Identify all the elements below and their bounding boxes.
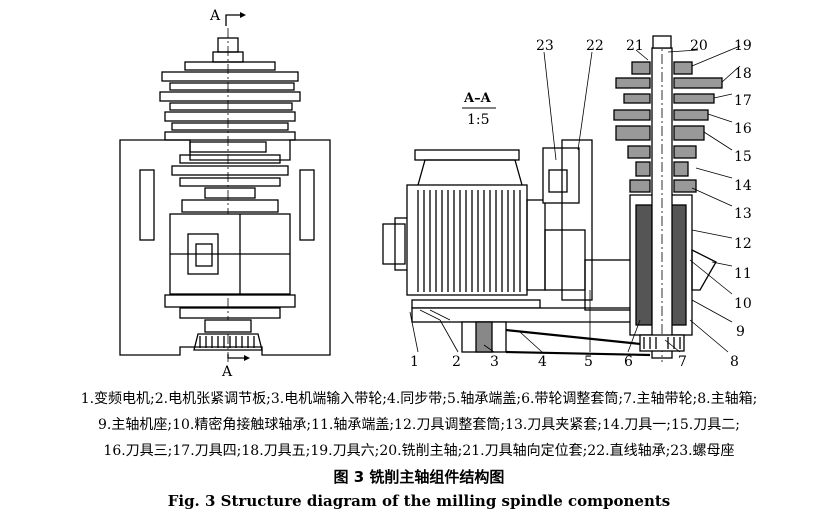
callout-16: 16	[734, 121, 752, 137]
section-marker-bottom: A	[221, 364, 233, 380]
callout-23: 23	[536, 38, 554, 54]
legend-line-1: 1.变频电机;2.电机张紧调节板;3.电机端输入带轮;4.同步带;5.轴承端盖;…	[80, 391, 758, 407]
structure-diagram: A	[119, 8, 752, 380]
callout-5: 5	[584, 354, 593, 370]
callout-6: 6	[624, 354, 633, 370]
callout-3: 3	[490, 354, 499, 370]
base-frame	[119, 139, 331, 356]
callout-18: 18	[734, 66, 752, 82]
callout-15: 15	[734, 149, 752, 165]
legend-line-2: 9.主轴机座;10.精密角接触球轴承;11.轴承端盖;12.刀具调整套筒;13.…	[98, 417, 740, 433]
callout-1: 1	[410, 354, 419, 370]
callout-21: 21	[626, 38, 644, 54]
callout-4: 4	[538, 354, 547, 370]
callout-labels: 1 2 3 4 5 6 7 8 9 10 11 12 13 14 15 16 1…	[410, 38, 752, 370]
section-marker-top: A	[209, 8, 221, 24]
callout-9: 9	[736, 324, 745, 340]
callout-2: 2	[452, 354, 461, 370]
callout-19: 19	[734, 38, 752, 54]
callout-17: 17	[734, 93, 752, 109]
section-arrow-top	[225, 14, 240, 26]
callout-12: 12	[734, 236, 752, 252]
callout-14: 14	[734, 178, 752, 194]
callout-10: 10	[734, 296, 752, 312]
section-arrow-bottom	[227, 354, 244, 359]
callout-20: 20	[690, 38, 708, 54]
callout-7: 7	[678, 354, 687, 370]
legend-line-3: 16.刀具三;17.刀具四;18.刀具五;19.刀具六;20.铣削主轴;21.刀…	[103, 443, 735, 459]
caption-chinese: 图 3 铣削主轴组件结构图	[333, 468, 505, 486]
callout-11: 11	[734, 266, 752, 282]
front-view: A	[119, 8, 331, 380]
caption-english: Fig. 3 Structure diagram of the milling …	[167, 492, 671, 510]
callout-8: 8	[730, 354, 739, 370]
section-scale: 1:5	[467, 112, 490, 128]
callout-13: 13	[734, 206, 752, 222]
section-view	[382, 35, 741, 362]
callout-22: 22	[586, 38, 604, 54]
section-title: A–A	[463, 91, 492, 106]
